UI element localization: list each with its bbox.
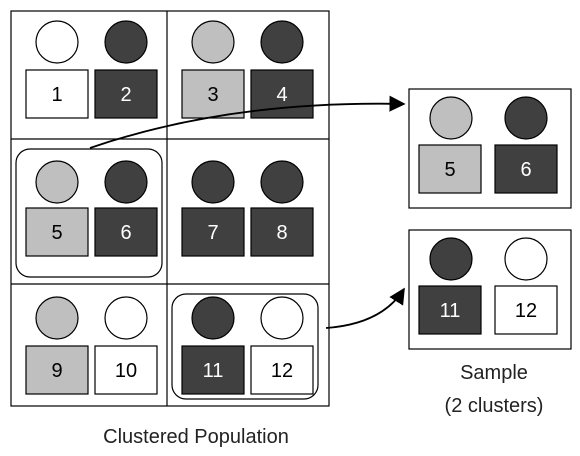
member-label: 5	[444, 159, 455, 181]
member-square	[250, 207, 314, 257]
population-cluster-5: 9 10	[25, 296, 158, 395]
member-circle	[35, 296, 79, 340]
population-caption: Clustered Population	[103, 426, 289, 448]
member-circle	[429, 96, 473, 140]
member-label: 10	[115, 360, 137, 382]
selected-cluster-outline	[171, 293, 319, 400]
member-square	[494, 285, 558, 335]
member-label: 6	[520, 159, 531, 181]
member-square	[181, 69, 245, 119]
member-square	[418, 285, 482, 335]
member-circle	[260, 20, 304, 64]
sample-cluster-2: 11 12	[418, 237, 558, 335]
member-square	[25, 207, 89, 257]
member-label: 12	[515, 300, 537, 322]
selected-cluster-outline	[15, 148, 163, 278]
member-square	[25, 69, 89, 119]
selection-arrow-2	[325, 287, 405, 329]
member-circle	[260, 160, 304, 204]
member-square	[181, 345, 245, 395]
member-label: 5	[51, 222, 62, 244]
member-circle	[260, 296, 304, 340]
population-grid	[10, 10, 330, 407]
selection-arrow-1	[89, 95, 406, 149]
sample-caption-line1: Sample	[460, 362, 528, 384]
member-label: 11	[440, 300, 461, 322]
member-circle	[191, 296, 235, 340]
member-label: 11	[203, 360, 224, 382]
member-label: 3	[207, 84, 218, 106]
member-circle	[104, 20, 148, 64]
member-circle	[504, 96, 548, 140]
member-circle	[429, 237, 473, 281]
member-circle	[504, 237, 548, 281]
member-square	[181, 207, 245, 257]
member-circle	[35, 20, 79, 64]
member-square	[250, 345, 314, 395]
member-square	[94, 345, 158, 395]
member-square	[25, 345, 89, 395]
member-square	[94, 207, 158, 257]
member-square	[418, 144, 482, 194]
member-label: 2	[120, 84, 131, 106]
sample-caption-line2: (2 clusters)	[445, 395, 544, 417]
member-circle	[104, 160, 148, 204]
member-label: 4	[276, 84, 287, 106]
member-label: 6	[120, 222, 131, 244]
sample-panel-1	[408, 88, 572, 209]
member-circle	[191, 160, 235, 204]
member-square	[494, 144, 558, 194]
sample-panel-2	[408, 229, 572, 350]
member-circle	[35, 160, 79, 204]
member-label: 9	[51, 360, 62, 382]
member-label: 8	[276, 222, 287, 244]
sample-panels	[408, 88, 572, 350]
member-circle	[104, 296, 148, 340]
member-label: 7	[207, 222, 218, 244]
member-label: 12	[271, 360, 293, 382]
population-cluster-6: 11 12	[171, 293, 319, 400]
member-circle	[191, 20, 235, 64]
member-square	[94, 69, 158, 119]
member-label: 1	[51, 84, 62, 106]
